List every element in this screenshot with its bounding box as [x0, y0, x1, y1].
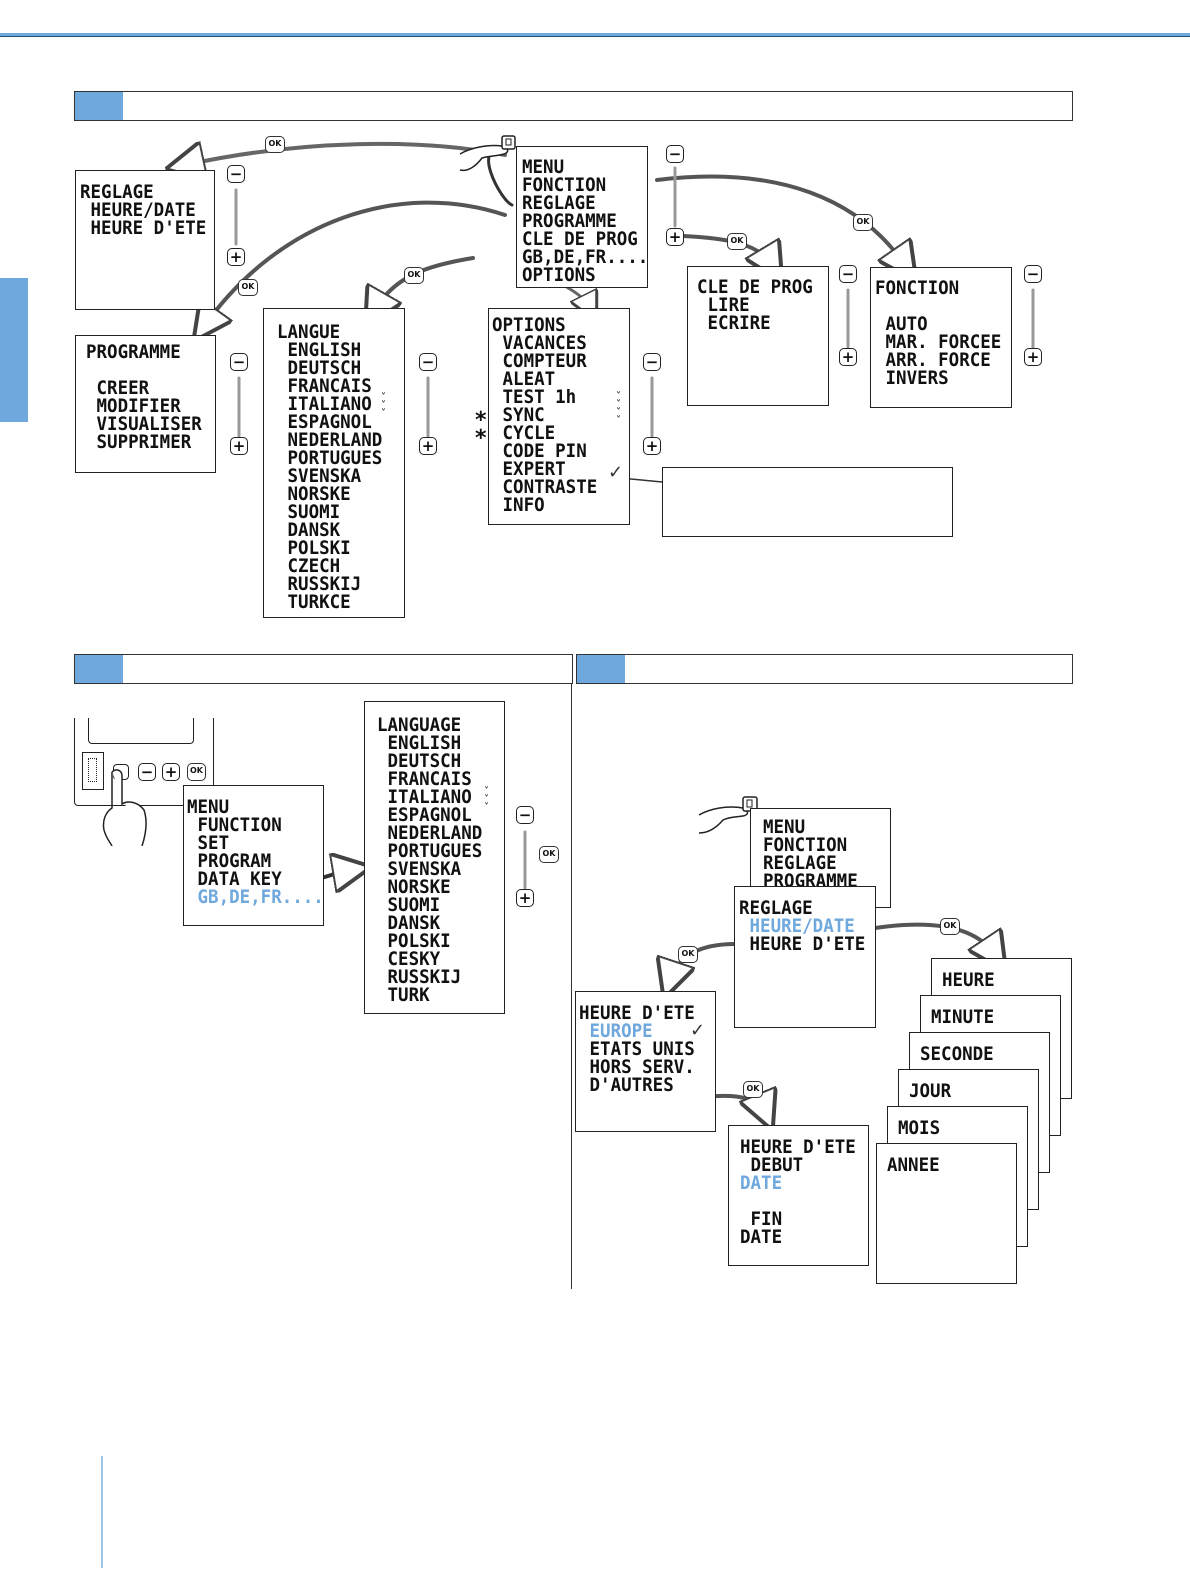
menu-item-selected: HEURE/DATE [739, 915, 855, 937]
plus-button[interactable]: + [227, 248, 245, 266]
footer-rule [101, 1456, 103, 1568]
screen-text: FONCTION AUTO MAR. FORCEE ARR. FORCE INV… [875, 277, 1002, 389]
menu-item-selected: GB,DE,FR.... [187, 886, 324, 908]
section-number-block [75, 92, 123, 120]
finger-icon [459, 135, 516, 172]
ok-button[interactable]: OK [727, 233, 747, 250]
screen-text: ANNEE [887, 1154, 940, 1176]
screen-menu-en: MENU FUNCTION SET PROGRAM DATA KEY GB,DE… [183, 785, 324, 926]
side-chapter-tab [0, 278, 28, 422]
section-number-block [75, 655, 123, 683]
ok-button[interactable]: OK [678, 946, 698, 963]
screen-text: LANGUAGE ENGLISH DEUTSCH FRANCAIS ITALIA… [377, 714, 483, 1006]
screen-text: JOUR [909, 1080, 952, 1102]
top-accent-line-dark [0, 36, 1190, 37]
ok-button[interactable]: OK [265, 136, 285, 153]
screen-text: MENU [187, 796, 230, 818]
connector-icon [88, 758, 97, 782]
minus-button[interactable]: − [643, 353, 661, 371]
section-header-bar-3 [576, 654, 1073, 684]
section-number-block [577, 655, 625, 683]
screen-heure-ete: HEURE D'ETE EUROPE ETATS UNIS HORS SERV.… [575, 991, 716, 1132]
check-icon: ✓ [690, 1020, 706, 1041]
ok-button[interactable]: OK [238, 279, 258, 296]
plus-button[interactable]: + [419, 437, 437, 455]
section-divider [571, 683, 572, 1289]
ok-button[interactable]: OK [853, 214, 873, 231]
screen-text: REGLAGE HEURE/DATE HEURE D'ETE [80, 181, 207, 239]
minus-button[interactable]: − [227, 165, 245, 183]
screen-text: HEURE D'ETE [579, 1002, 695, 1024]
device-slot [82, 752, 104, 790]
screen-heure-ete-dates: HEURE D'ETE DEBUT DATE FIN DATE [728, 1125, 869, 1266]
ok-button[interactable]: OK [940, 918, 960, 935]
chevron-marks: ˅˅˅ [484, 786, 489, 813]
minus-button[interactable]: − [666, 145, 684, 163]
minus-button[interactable]: − [138, 763, 156, 781]
star-mark: * [475, 426, 487, 451]
plus-button[interactable]: + [666, 228, 684, 246]
screen-fonction: FONCTION AUTO MAR. FORCEE ARR. FORCE INV… [870, 267, 1012, 408]
screen-cle-de-prog: CLE DE PROG LIRE ECRIRE [687, 266, 829, 406]
top-accent-line [0, 33, 1190, 36]
menu-item: FUNCTION [187, 814, 282, 836]
minus-button[interactable]: − [1024, 265, 1042, 283]
plus-button[interactable]: + [230, 437, 248, 455]
menu-item-selected: EUROPE [579, 1020, 653, 1042]
minus-button[interactable]: − [516, 806, 534, 824]
screen-text: SECONDE [920, 1043, 994, 1065]
screen-text: ETATS UNIS HORS SERV. D'AUTRES [589, 1038, 695, 1096]
ok-button[interactable]: OK [539, 846, 559, 863]
screen-text: HEURE D'ETE DEBUT [740, 1136, 856, 1176]
section-header-bar-1 [74, 91, 1073, 121]
screen-language: LANGUAGE ENGLISH DEUTSCH FRANCAIS ITALIA… [364, 701, 505, 1014]
section-header-bar-2 [74, 654, 573, 684]
screen-text: HEURE [942, 969, 995, 991]
screen-menu: MENU FONCTION REGLAGE PROGRAMME CLE DE P… [516, 146, 648, 288]
plus-button[interactable]: + [643, 437, 661, 455]
screen-text: PROGRAMME CREER MODIFIER VISUALISER SUPP… [86, 341, 202, 453]
screen-text: CLE DE PROG LIRE ECRIRE [697, 276, 813, 334]
minus-button[interactable]: − [419, 353, 437, 371]
plus-button[interactable]: + [839, 348, 857, 366]
ok-button[interactable]: OK [743, 1081, 763, 1098]
menu-item: SET [187, 832, 230, 854]
screen-programme: PROGRAMME CREER MODIFIER VISUALISER SUPP… [75, 335, 216, 473]
device-display [88, 718, 194, 744]
menu-item: HEURE D'ETE [739, 933, 866, 955]
screen-text: MINUTE [931, 1006, 995, 1028]
finger-icon [102, 769, 147, 846]
ok-button[interactable]: OK [404, 267, 424, 284]
screen-text: REGLAGE [739, 897, 813, 919]
note-box [662, 467, 953, 537]
star-mark: * [475, 408, 487, 433]
screen-text: MOIS [898, 1117, 941, 1139]
plus-button[interactable]: + [1024, 348, 1042, 366]
screen-text: OPTIONS VACANCES COMPTEUR ALEAT TEST 1h … [492, 314, 598, 516]
screen-annee: ANNEE [876, 1143, 1017, 1284]
device-panel [74, 718, 214, 806]
screen-options: OPTIONS VACANCES COMPTEUR ALEAT TEST 1h … [488, 308, 630, 525]
ok-button[interactable]: OK [187, 763, 206, 781]
screen-reglage: REGLAGE HEURE/DATE HEURE D'ETE [75, 170, 215, 310]
minus-button[interactable]: − [839, 265, 857, 283]
menu-item: DATA KEY [187, 868, 282, 890]
screen-text: LANGUE ENGLISH DEUTSCH FRANCAIS ITALIANO… [277, 321, 383, 613]
screen-text: MENU FONCTION REGLAGE PROGRAMME CLE DE P… [522, 156, 649, 286]
screen-text: MENU FONCTION REGLAGE PROGRAMME [763, 816, 858, 892]
screen-text: FIN DATE [740, 1208, 783, 1248]
screen-langue: LANGUE ENGLISH DEUTSCH FRANCAIS ITALIANO… [263, 308, 405, 618]
plus-button[interactable]: + [162, 763, 180, 781]
screen-reglage-fr: REGLAGE HEURE/DATE HEURE D'ETE [734, 886, 876, 1028]
check-icon: ✓ [608, 462, 624, 483]
date-selected: DATE [740, 1172, 783, 1194]
minus-button[interactable]: − [230, 353, 248, 371]
chevron-marks: ˅˅˅˅ [616, 391, 621, 426]
chevron-marks: ˅˅˅ [381, 392, 386, 419]
menu-item: PROGRAM [187, 850, 272, 872]
plus-button[interactable]: + [516, 889, 534, 907]
